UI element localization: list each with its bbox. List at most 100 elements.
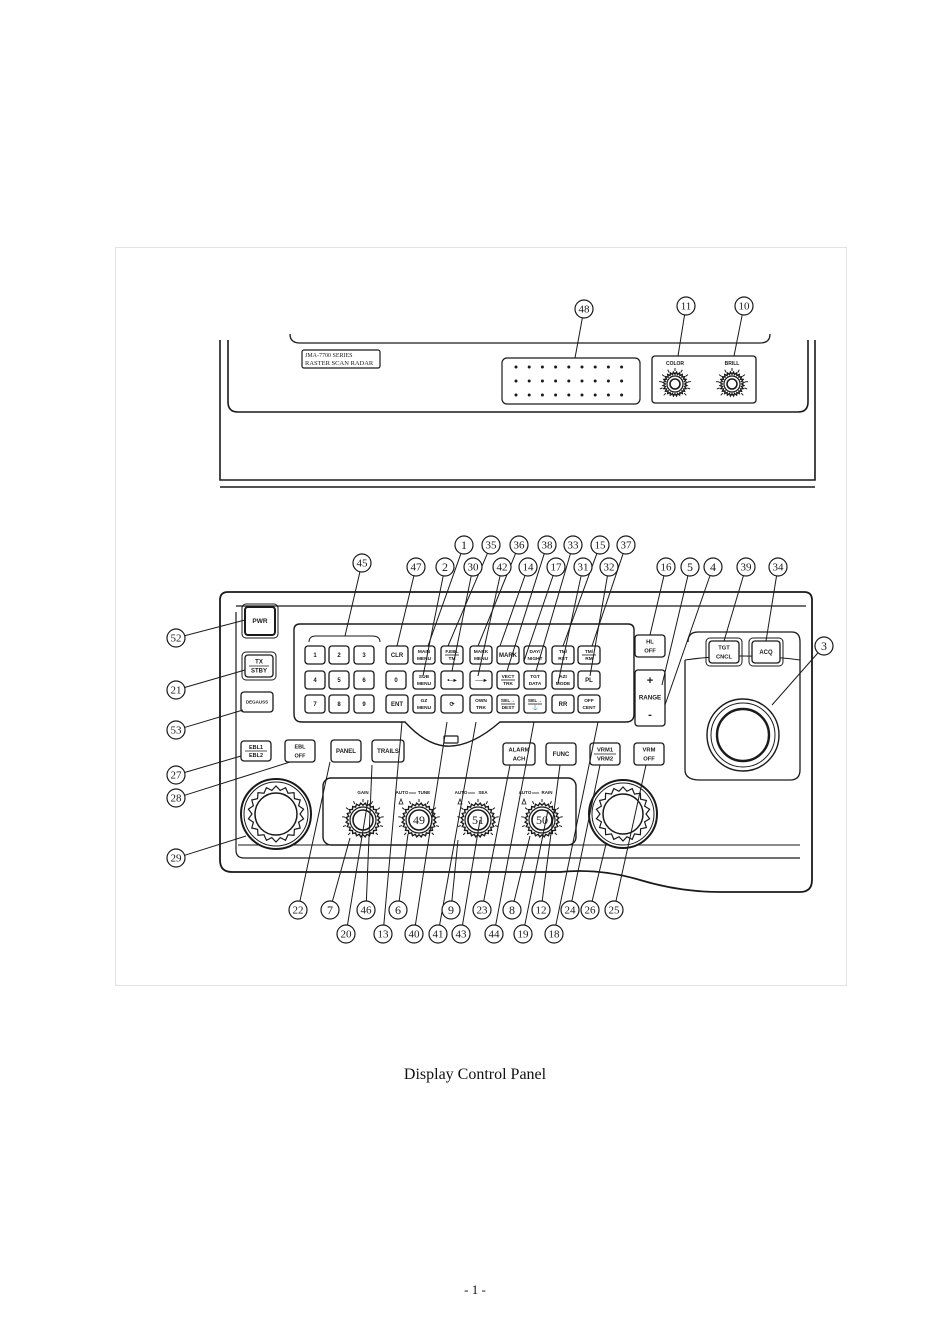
k5-key[interactable]: 5 [328,670,350,690]
callout-12: 12 [531,900,551,920]
ebl-dial-grip[interactable] [247,785,305,843]
k2-key[interactable]: 2 [328,645,350,665]
ebl-off-key-body[interactable] [284,739,316,763]
rr-key-body[interactable] [551,694,575,714]
color-knob-tick [687,387,691,390]
rotate-key[interactable]: ⟳ [440,694,464,714]
degauss-key[interactable]: DEGAUSS [240,691,274,713]
callout-17: 17 [546,557,566,577]
mark-key[interactable]: MARK [496,645,520,665]
k8-key[interactable]: 8 [328,694,350,714]
day-night-key-label-bottom: NIGHT [528,656,543,662]
ent-key[interactable]: ENT [385,694,409,714]
arrow-left-key[interactable]: •─▸ [440,670,464,690]
k8-key-body[interactable] [328,694,350,714]
ent-key-body[interactable] [385,694,409,714]
tune-knob[interactable]: 49 [398,799,440,839]
tx-stby-key-label-bottom: STBY [251,668,267,674]
k9-key-body[interactable] [353,694,375,714]
func-key-body[interactable] [545,742,577,766]
brill-knob[interactable] [716,368,748,398]
k9-key[interactable]: 9 [353,694,375,714]
own-trk-key-body[interactable] [469,694,493,714]
gz-menu-key-body[interactable] [412,694,436,714]
k6-key[interactable]: 6 [353,670,375,690]
panel-key-body[interactable] [330,739,362,763]
func-key[interactable]: FUNC [545,742,577,766]
trackball-ball[interactable] [715,707,771,763]
acq-key[interactable]: ACQ [748,637,784,667]
sel-dest-key[interactable]: SEL→DEST [496,694,520,714]
arrow-right-key[interactable]: ──▸ [469,670,493,690]
range-key-body[interactable] [634,669,666,727]
leader-line-53 [184,709,244,728]
degauss-key-body[interactable] [240,691,274,713]
sea-knob-tick [462,832,466,836]
trails-key-body[interactable] [371,739,405,763]
vrm-dial-grip[interactable] [595,786,651,842]
color-knob[interactable] [659,368,691,398]
k1-key-body[interactable] [304,645,326,665]
k0-key-body[interactable] [385,670,407,690]
arrow-right-key-body[interactable] [469,670,493,690]
k2-key-body[interactable] [328,645,350,665]
ebl-dial[interactable] [240,778,312,850]
day-night-key-body[interactable] [523,645,547,665]
k3-key[interactable]: 3 [353,645,375,665]
tm-rm-key[interactable]: TM/RM [577,645,601,665]
pwr-key[interactable]: PWR [241,603,279,639]
tgt-data-key-body[interactable] [523,670,547,690]
k7-key-body[interactable] [304,694,326,714]
day-night-key[interactable]: DAY/NIGHT [523,645,547,665]
sel-anchor-key[interactable]: SEL→⚓ [523,694,547,714]
pl-key[interactable]: PL [577,670,601,690]
trails-key[interactable]: TRAILS [371,739,405,763]
range-key[interactable]: +RANGE- [634,669,666,727]
k1-key[interactable]: 1 [304,645,326,665]
vrm-dial[interactable] [588,779,658,849]
clr-key[interactable]: CLR [385,645,409,665]
k3-key-body[interactable] [353,645,375,665]
rotate-key-body[interactable] [440,694,464,714]
vrm-off-key-body[interactable] [633,742,665,766]
off-cent-key-body[interactable] [577,694,601,714]
k5-key-body[interactable] [328,670,350,690]
callout-number: 46 [361,905,373,917]
main-menu-key-body[interactable] [412,645,436,665]
k4-key-body[interactable] [304,670,326,690]
k0-key[interactable]: 0 [385,670,407,690]
panel-inner-edge [235,612,800,859]
k4-key[interactable]: 4 [304,670,326,690]
panel-key[interactable]: PANEL [330,739,362,763]
rr-key[interactable]: RR [551,694,575,714]
callout-29: 29 [166,848,186,868]
leader-line-26 [591,843,607,902]
k7-key[interactable]: 7 [304,694,326,714]
callout-52: 52 [166,628,186,648]
azi-mode-key-body[interactable] [551,670,575,690]
tune-label: TUNE [418,790,430,795]
trackball[interactable] [706,698,780,772]
callout-circle [560,900,580,920]
k6-key-body[interactable] [353,670,375,690]
pl-key-body[interactable] [577,670,601,690]
tm-rst-key-label-top: TM/ [559,649,568,655]
pwr-key-body[interactable] [244,606,276,636]
